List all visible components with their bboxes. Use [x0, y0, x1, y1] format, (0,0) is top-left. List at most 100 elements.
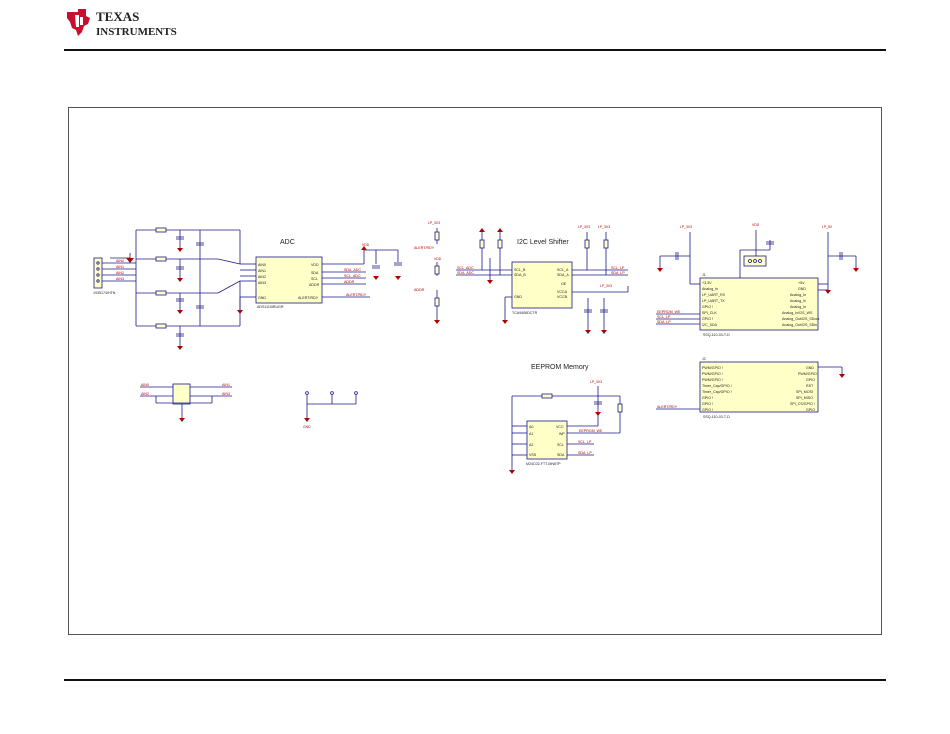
svg-text:AIN2: AIN2	[258, 275, 266, 279]
svg-text:AIN0: AIN0	[141, 383, 149, 387]
net-ain0: AIN0	[116, 259, 124, 263]
eeprom-wiring: LP_3V3 EEPROM_WE SCL_LP SDA_LP	[509, 380, 623, 474]
svg-text:ADDR: ADDR	[309, 283, 320, 287]
svg-text:ALERT/RDY: ALERT/RDY	[298, 296, 319, 300]
svg-text:SCL_LP: SCL_LP	[611, 266, 625, 270]
svg-text:GPIO !: GPIO !	[702, 408, 713, 412]
svg-text:SCL_A: SCL_A	[557, 268, 569, 272]
section-title-shifter: I2C Level Shifter	[517, 239, 569, 246]
svg-text:PWM/GPIO !: PWM/GPIO !	[702, 372, 723, 376]
svg-text:SCL_LP: SCL_LP	[578, 440, 592, 444]
svg-text:EEPROM_WE: EEPROM_WE	[657, 310, 681, 314]
svg-text:EEPROM_WE: EEPROM_WE	[579, 429, 603, 433]
svg-text:Analog_In/I2S_WS: Analog_In/I2S_WS	[782, 311, 813, 315]
svg-text:GND: GND	[806, 366, 814, 370]
ti-mark-icon: TEXAS INSTRUMENTS	[67, 9, 177, 38]
svg-text:Analog_In: Analog_In	[790, 299, 806, 303]
brand-line2: INSTRUMENTS	[96, 26, 177, 38]
svg-text:SDA: SDA	[557, 453, 565, 457]
svg-text:SCL_B: SCL_B	[514, 268, 526, 272]
svg-text:LP_3V3: LP_3V3	[590, 380, 602, 384]
svg-text:J1: J1	[702, 273, 706, 277]
brand-line1: TEXAS	[96, 9, 139, 24]
svg-text:ALERT/RDY: ALERT/RDY	[414, 246, 435, 250]
svg-text:PWM/GPIO !: PWM/GPIO !	[702, 366, 723, 370]
svg-text:GPIO !: GPIO !	[702, 305, 713, 309]
svg-text:SCL: SCL	[557, 443, 564, 447]
input-connector-part: 1935174/HTN	[93, 291, 116, 295]
svg-text:LP_UART_RX: LP_UART_RX	[702, 293, 726, 297]
adc-ic: AIN0 AIN1 AIN2 AIN3 GND VDD SDA SCL ADDR…	[255, 256, 323, 309]
svg-text:AIN2: AIN2	[141, 392, 149, 396]
svg-text:A0: A0	[529, 425, 533, 429]
svg-text:SCL_ADC: SCL_ADC	[457, 266, 474, 270]
net-ain3: AIN3	[116, 277, 124, 281]
svg-text:Timer_Cap/GPIO !: Timer_Cap/GPIO !	[702, 384, 732, 388]
net-ain1: AIN1	[116, 265, 124, 269]
svg-text:VCC: VCC	[556, 425, 564, 429]
svg-text:+5V: +5V	[798, 281, 805, 285]
svg-text:SDA_A: SDA_A	[557, 273, 569, 277]
svg-text:ALERT/RDY: ALERT/RDY	[657, 405, 678, 409]
shifter-part-number: TCA9406DCTR	[512, 311, 538, 315]
svg-text:GPIO: GPIO	[806, 408, 815, 412]
svg-text:AIN3: AIN3	[258, 281, 266, 285]
svg-text:LP_3V3: LP_3V3	[598, 225, 610, 229]
svg-text:Analog_In: Analog_In	[702, 287, 718, 291]
section-title-adc: ADC	[280, 239, 295, 246]
texas-instruments-logo: TEXAS INSTRUMENTS	[64, 6, 204, 40]
svg-text:PWM/GPIO !: PWM/GPIO !	[702, 378, 723, 382]
eeprom-part-number: M24C02-FTT-MN6TP	[526, 462, 561, 466]
svg-text:GND: GND	[798, 287, 806, 291]
input-connector: 1935174/HTN	[93, 257, 116, 295]
footer-rule	[64, 679, 886, 681]
test-points: GND	[303, 391, 358, 429]
svg-text:Analog_Out/I2S_SDin: Analog_Out/I2S_SDin	[782, 323, 817, 327]
config-header: AIN0 AIN2 AIN1 AIN3	[140, 383, 232, 422]
svg-text:VCCB: VCCB	[557, 295, 568, 299]
svg-text:VDD: VDD	[752, 223, 760, 227]
svg-text:AIN0: AIN0	[258, 263, 266, 267]
svg-text:I2C_SDA: I2C_SDA	[702, 323, 718, 327]
schematic-frame	[68, 107, 882, 635]
svg-text:Analog_Out/I2S_SDout: Analog_Out/I2S_SDout	[782, 317, 819, 321]
svg-text:GPIO !: GPIO !	[702, 317, 713, 321]
svg-text:RST: RST	[806, 384, 814, 388]
svg-text:VCCA: VCCA	[557, 290, 568, 294]
svg-text:VSS: VSS	[529, 453, 537, 457]
j1-part-number: SSQ-110-03-T-D	[703, 333, 730, 337]
svg-text:SCL: SCL	[311, 277, 318, 281]
header-j1: J1 +3.3V Analog_In LP_UART_RX LP_UART_TX…	[656, 223, 859, 337]
svg-text:SDA: SDA	[311, 271, 319, 275]
header-j2: J2 PWM/GPIO ! PWM/GPIO ! PWM/GPIO ! Time…	[656, 357, 845, 419]
net-sda-adc: SDA_ADC	[344, 268, 361, 272]
svg-text:SPI_MOSI: SPI_MOSI	[796, 390, 813, 394]
svg-text:SPI_CLK: SPI_CLK	[702, 311, 717, 315]
svg-text:LP_3V3: LP_3V3	[578, 225, 590, 229]
adc-part-number: ADS1115IRUGR	[257, 305, 284, 309]
svg-text:LP_3V3: LP_3V3	[680, 225, 692, 229]
svg-text:GPIO !: GPIO !	[702, 396, 713, 400]
svg-text:A1: A1	[529, 432, 533, 436]
svg-text:SDA_LP: SDA_LP	[578, 451, 592, 455]
svg-text:VDD: VDD	[311, 263, 319, 267]
svg-text:PWM/GPIO: PWM/GPIO	[798, 372, 817, 376]
svg-text:VDD: VDD	[434, 257, 442, 261]
level-shifter-wiring: SCL_ADC SDA_ADC SCL_LP SDA_LP LP_3V3 LP_…	[456, 225, 629, 334]
svg-text:SCL_LP: SCL_LP	[657, 315, 671, 319]
svg-text:GND: GND	[514, 295, 522, 299]
svg-text:J2: J2	[702, 357, 706, 361]
svg-text:+3.3V: +3.3V	[702, 281, 712, 285]
svg-text:GND: GND	[258, 296, 266, 300]
net-ain2: AIN2	[116, 271, 124, 275]
j2-part-number: SSQ-110-03-T-D	[703, 415, 730, 419]
svg-text:SPI_MISO: SPI_MISO	[796, 396, 813, 400]
svg-text:SDA_B: SDA_B	[514, 273, 526, 277]
svg-text:Analog_In: Analog_In	[790, 305, 806, 309]
input-wiring: AIN0 AIN1 AIN2 AIN3	[102, 227, 256, 350]
svg-text:SDA_LP: SDA_LP	[657, 320, 671, 324]
net-scl-adc: SCL_ADC	[344, 274, 361, 278]
svg-text:LP_3V3: LP_3V3	[600, 284, 612, 288]
svg-text:LP_UART_TX: LP_UART_TX	[702, 299, 725, 303]
